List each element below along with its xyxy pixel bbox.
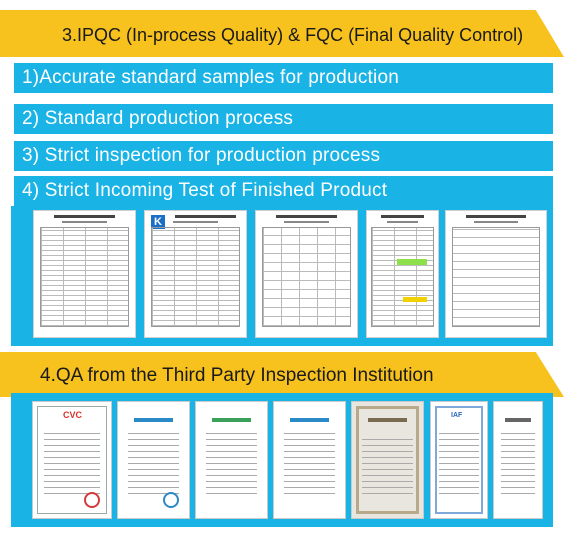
iso-quality-system-certificate-icon: IAF [430,401,488,519]
inspection-record-document-icon: K [144,210,247,338]
qa-section-banner: 4.QA from the Third Party Inspection Ins… [0,352,564,397]
item-label: 1)Accurate standard samples for producti… [22,67,399,88]
item-label: 2) Standard production process [22,108,294,129]
product-test-certificate-icon [493,401,543,519]
ipqc-section-banner: 3.IPQC (In-process Quality) & FQC (Final… [0,10,564,57]
process-inspection-document-icon [255,210,358,338]
item-bar-samples: 1)Accurate standard samples for producti… [11,63,553,93]
item-label: 4) Strict Incoming Test of Finished Prod… [22,180,388,201]
item-bar-inspection: 3) Strict inspection for production proc… [11,141,553,171]
cvc-logo-icon: CVC [63,410,83,420]
iaf-logo-icon: IAF [451,412,463,419]
highlight-mark [403,297,427,302]
cosmetic-test-certificate-icon [195,401,268,519]
qa-section-title: 4.QA from the Third Party Inspection Ins… [40,365,434,386]
item-bar-incoming-test: 4) Strict Incoming Test of Finished Prod… [11,176,553,206]
item-label: 3) Strict inspection for production proc… [22,145,381,166]
finished-product-report-document-icon [445,210,547,338]
register-assessment-certificate-icon [351,401,424,519]
inspection-documents-panel: K [11,206,553,346]
cvc-certificate-icon: CVC [32,401,112,519]
k-logo-icon: K [151,215,165,229]
cosmetic-analysis-certificate-icon [273,401,346,519]
ipqc-section-title: 3.IPQC (In-process Quality) & FQC (Final… [62,25,524,45]
inspection-report-document-icon [33,210,136,338]
test-report-certificate-icon [117,401,190,519]
highlight-mark [397,259,427,265]
certificates-panel: CVC IAF [11,393,553,527]
test-record-document-icon [366,210,439,338]
item-bar-process: 2) Standard production process [11,104,553,134]
